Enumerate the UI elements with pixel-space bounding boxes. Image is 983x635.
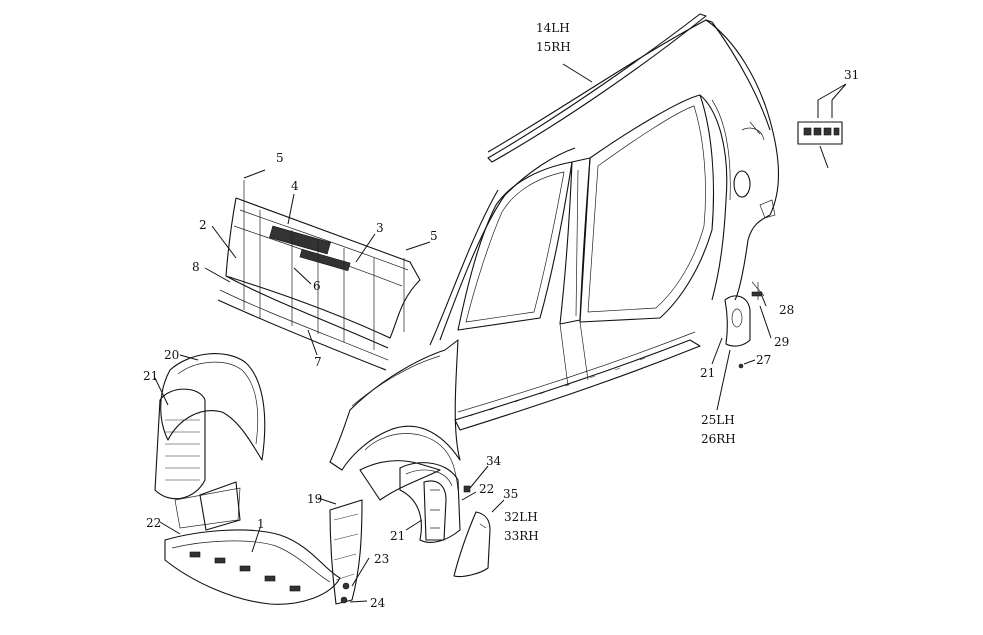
callout-33rh: 33RH (504, 529, 539, 543)
callout-4: 4 (291, 179, 299, 193)
callout-19: 19 (307, 492, 322, 506)
callout-1: 1 (257, 517, 265, 531)
callout-3: 3 (376, 221, 384, 235)
front-wheelhouse-liner (154, 353, 266, 531)
callout-21-left: 21 (143, 369, 158, 383)
callout-32lh: 32LH (504, 510, 538, 524)
front-fender (329, 339, 461, 471)
callout-23: 23 (374, 552, 389, 566)
callout-6: 6 (313, 279, 321, 293)
callout-35: 35 (503, 487, 518, 501)
callout-8: 8 (192, 260, 200, 274)
vehicle-body-side (329, 13, 780, 491)
leader-lines (154, 63, 847, 603)
callout-28: 28 (779, 303, 794, 317)
part-31-clip-strip (797, 121, 843, 145)
roof-molding-strip (487, 13, 707, 163)
callout-26rh: 26RH (701, 432, 736, 446)
fasteners (340, 281, 765, 604)
rear-mud-flap (453, 511, 491, 578)
callout-22-left: 22 (146, 516, 161, 530)
callout-24: 24 (370, 596, 386, 610)
callout-31: 31 (844, 68, 859, 82)
callout-labels: 14LH 15RH 31 5 4 2 3 5 8 6 7 28 29 20 21… (143, 21, 859, 610)
cowl-panel-assembly (217, 180, 421, 371)
callout-7: 7 (314, 355, 322, 369)
front-splash-shield (329, 460, 441, 605)
callout-15rh: 15RH (536, 40, 571, 54)
callout-34: 34 (486, 454, 502, 468)
callout-20: 20 (164, 348, 179, 362)
callout-29: 29 (774, 335, 789, 349)
front-mud-flap (423, 480, 447, 541)
callout-21-right: 21 (700, 366, 715, 380)
callout-22-right: 22 (479, 482, 494, 496)
callout-21-mid: 21 (390, 529, 405, 543)
cowl-top-panel (225, 197, 421, 339)
callout-5-top: 5 (276, 151, 284, 165)
engine-under-cover (164, 529, 341, 605)
callout-27: 27 (756, 353, 771, 367)
cowl-grille-vent (269, 225, 331, 255)
callout-2: 2 (199, 218, 207, 232)
callout-5-right: 5 (430, 229, 438, 243)
callout-14lh: 14LH (536, 21, 570, 35)
callout-25lh: 25LH (701, 413, 735, 427)
side-mud-flap (724, 295, 751, 347)
